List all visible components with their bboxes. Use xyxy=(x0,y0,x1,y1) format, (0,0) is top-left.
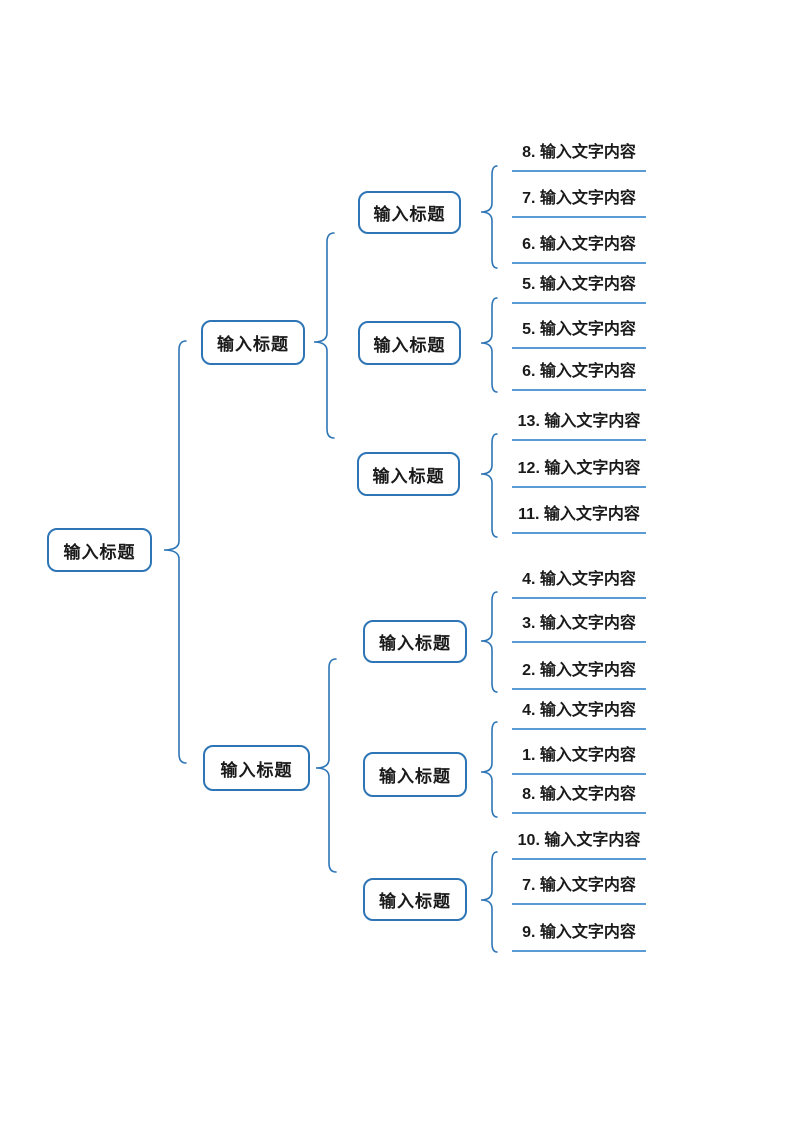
branch-node-2[interactable]: 输入标题 xyxy=(203,745,310,791)
leaf-item[interactable]: 7. 输入文字内容 xyxy=(512,190,646,218)
leaf-item[interactable]: 11. 输入文字内容 xyxy=(512,506,646,534)
leaf-item[interactable]: 2. 输入文字内容 xyxy=(512,662,646,690)
leaf-item[interactable]: 7. 输入文字内容 xyxy=(512,877,646,905)
sub-branch-node-4[interactable]: 输入标题 xyxy=(363,620,467,663)
leaf-item[interactable]: 9. 输入文字内容 xyxy=(512,924,646,952)
leaf-item[interactable]: 4. 输入文字内容 xyxy=(512,571,646,599)
leaf-item[interactable]: 5. 输入文字内容 xyxy=(512,276,646,304)
sub-branch-node-6[interactable]: 输入标题 xyxy=(363,878,467,921)
sub-branch-node-2[interactable]: 输入标题 xyxy=(358,321,461,365)
leaf-item[interactable]: 12. 输入文字内容 xyxy=(512,460,646,488)
leaf-item[interactable]: 6. 输入文字内容 xyxy=(512,236,646,264)
sub-branch-node-5[interactable]: 输入标题 xyxy=(363,752,467,797)
root-node[interactable]: 输入标题 xyxy=(47,528,152,572)
leaf-item[interactable]: 5. 输入文字内容 xyxy=(512,321,646,349)
sub-branch-node-3[interactable]: 输入标题 xyxy=(357,452,460,496)
leaf-item[interactable]: 8. 输入文字内容 xyxy=(512,786,646,814)
branch-1-brace xyxy=(313,232,335,439)
leaf-item[interactable]: 6. 输入文字内容 xyxy=(512,363,646,391)
leaf-item[interactable]: 13. 输入文字内容 xyxy=(512,413,646,441)
sub-branch-node-1[interactable]: 输入标题 xyxy=(358,191,461,234)
leaf-item[interactable]: 4. 输入文字内容 xyxy=(512,702,646,730)
leaf-item[interactable]: 3. 输入文字内容 xyxy=(512,615,646,643)
leaf-group-2-brace xyxy=(480,297,498,393)
leaf-group-4-brace xyxy=(480,591,498,693)
leaf-item[interactable]: 1. 输入文字内容 xyxy=(512,747,646,775)
leaf-group-6-brace xyxy=(480,851,498,953)
leaf-group-3-brace xyxy=(480,433,498,538)
branch-node-1[interactable]: 输入标题 xyxy=(201,320,305,365)
root-brace xyxy=(163,340,187,764)
leaf-group-1-brace xyxy=(480,165,498,269)
branch-2-brace xyxy=(315,658,337,873)
leaf-group-5-brace xyxy=(480,721,498,818)
leaf-item[interactable]: 8. 输入文字内容 xyxy=(512,144,646,172)
leaf-item[interactable]: 10. 输入文字内容 xyxy=(512,832,646,860)
